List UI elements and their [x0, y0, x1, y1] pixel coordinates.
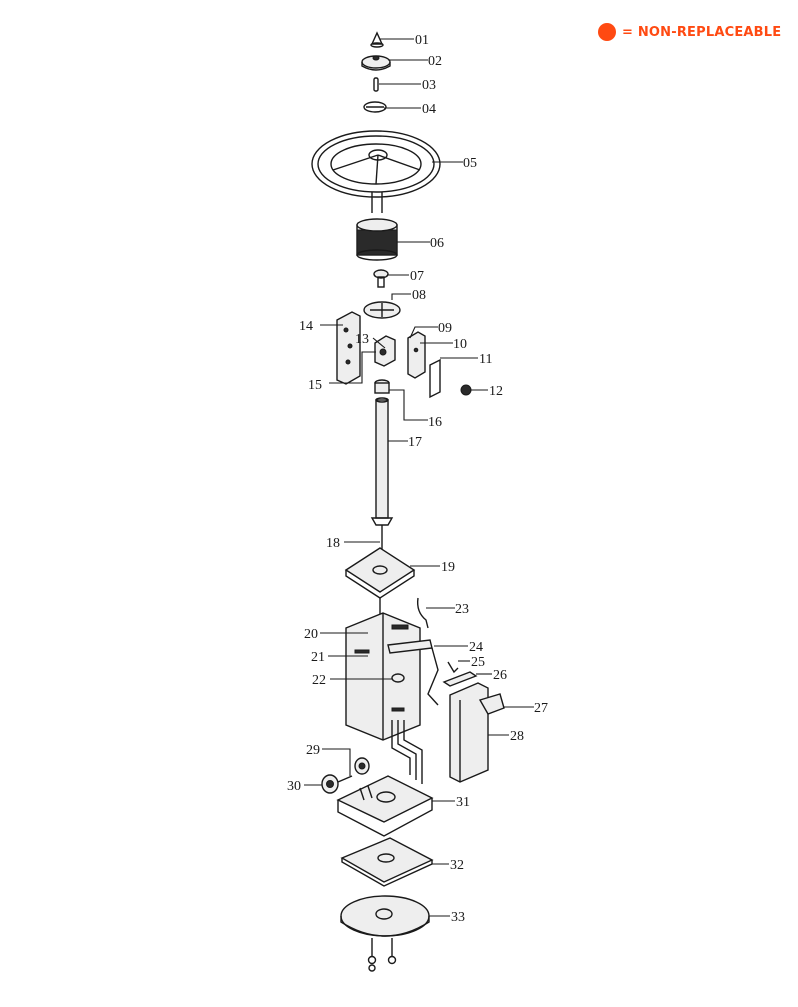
part-label-22: 22: [312, 673, 326, 688]
part-label-17: 17: [408, 435, 422, 450]
part-16-drawing: [374, 379, 390, 394]
wire-drawing: [397, 720, 417, 780]
part-04-drawing: [363, 101, 387, 113]
wire-drawing: [403, 720, 423, 784]
part-01-drawing: [370, 31, 384, 48]
part-11-drawing: [429, 358, 441, 399]
part-label-18: 18: [326, 536, 340, 551]
part-label-16: 16: [428, 415, 442, 430]
part-12-drawing: [460, 384, 472, 396]
part-25-drawing: [447, 661, 459, 674]
part-label-21: 21: [311, 650, 325, 665]
part-19-drawing: [344, 547, 416, 634]
part-32-drawing: [340, 837, 434, 887]
part-label-25: 25: [471, 655, 485, 670]
part-label-07: 07: [410, 269, 424, 284]
part-label-33: 33: [451, 910, 465, 925]
part-23-drawing: [416, 597, 429, 629]
part-13-drawing: [374, 335, 396, 367]
part-label-23: 23: [455, 602, 469, 617]
part-06-drawing: [356, 218, 398, 261]
part-label-29: 29: [306, 743, 320, 758]
non-replaceable-dot-icon: [598, 23, 616, 41]
part-02-drawing: [361, 55, 391, 71]
part-29-drawing: [354, 757, 370, 775]
wire-drawing: [391, 720, 411, 775]
part-label-20: 20: [304, 627, 318, 642]
part-label-26: 26: [493, 668, 507, 683]
part-31-drawing: [336, 775, 434, 837]
part-label-06: 06: [430, 236, 444, 251]
part-08-drawing: [363, 301, 401, 319]
part-label-32: 32: [450, 858, 464, 873]
part-label-14: 14: [299, 319, 313, 334]
part-label-19: 19: [441, 560, 455, 575]
part-28-drawing: [449, 682, 489, 783]
part-03-drawing: [373, 77, 379, 92]
part-label-08: 08: [412, 288, 426, 303]
part-label-31: 31: [456, 795, 470, 810]
part-27-drawing: [478, 693, 505, 715]
part-label-28: 28: [510, 729, 524, 744]
part-20-drawing: [345, 612, 433, 741]
part-30-drawing: [321, 774, 353, 794]
part-24-drawing: [427, 647, 439, 706]
part-label-15: 15: [308, 378, 322, 393]
part-label-13: 13: [355, 332, 369, 347]
part-label-04: 04: [422, 102, 436, 117]
part-label-02: 02: [428, 54, 442, 69]
part-label-11: 11: [479, 352, 492, 367]
part-33-drawing: [340, 895, 430, 972]
legend-text: = NON-REPLACEABLE: [622, 24, 782, 40]
part-07-drawing: [373, 269, 389, 288]
part-label-30: 30: [287, 779, 301, 794]
part-label-01: 01: [415, 33, 429, 48]
part-label-05: 05: [463, 156, 477, 171]
legend: = NON-REPLACEABLE: [598, 22, 781, 42]
part-label-10: 10: [453, 337, 467, 352]
part-26-drawing: [442, 671, 478, 687]
part-label-24: 24: [469, 640, 483, 655]
part-label-27: 27: [534, 701, 548, 716]
part-label-03: 03: [422, 78, 436, 93]
part-number-labels: 01 02 03 04 05 06 07 08 09 10 11 12 13 1…: [287, 33, 548, 925]
part-label-12: 12: [489, 384, 503, 399]
part-14-drawing: [336, 311, 361, 385]
part-17-drawing: [370, 397, 394, 526]
part-05-drawing: [311, 130, 441, 213]
part-label-09: 09: [438, 321, 452, 336]
leader-lines: [304, 38, 534, 917]
part-10-drawing: [407, 331, 426, 379]
